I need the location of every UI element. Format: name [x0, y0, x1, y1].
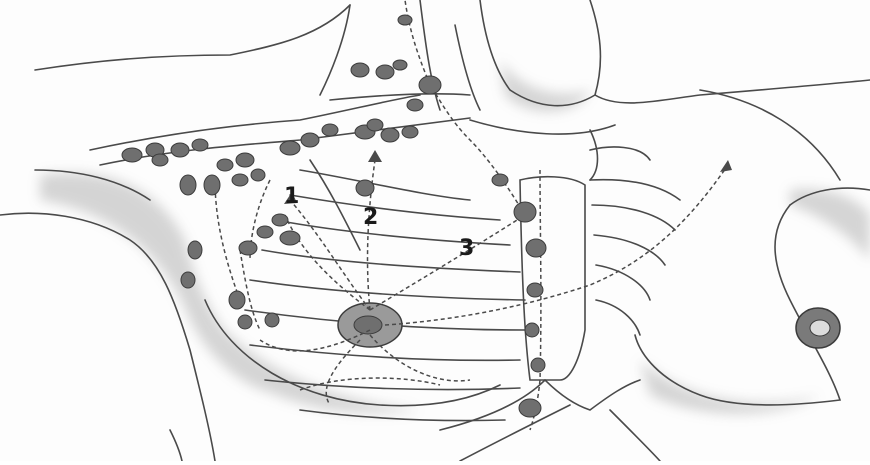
drainage-path-label: 3	[459, 238, 474, 260]
drainage-path-label: 2	[363, 207, 378, 229]
drainage-path-label: 1	[284, 186, 299, 208]
